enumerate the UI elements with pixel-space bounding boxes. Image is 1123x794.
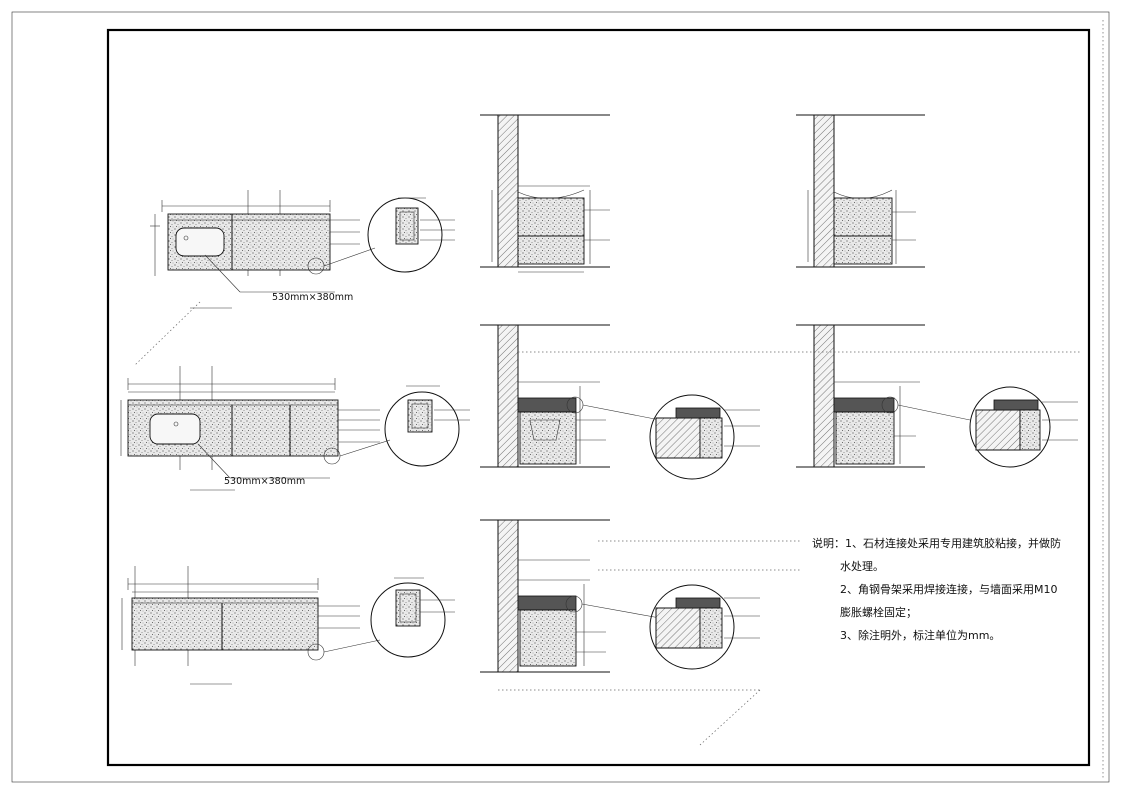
section-detail-circle-2 bbox=[969, 386, 1078, 468]
plan-detail-circle-2 bbox=[384, 385, 470, 467]
leader-dotted-5 bbox=[699, 689, 761, 746]
section-detail-circle-3 bbox=[649, 584, 760, 670]
plan-view-3 bbox=[121, 566, 381, 685]
sink-size-label-2: 530mm×380mm bbox=[224, 476, 305, 487]
section-elevation-4 bbox=[796, 324, 971, 468]
section-elevation-2 bbox=[796, 114, 925, 268]
plan-detail-circle-1 bbox=[367, 197, 455, 273]
note-line-3: 2、角钢骨架采用焊接连接，与墙面采用M10 bbox=[840, 583, 1058, 596]
sink-size-label-1: 530mm×380mm bbox=[272, 292, 353, 303]
note-line-4: 膨胀螺栓固定； bbox=[840, 606, 917, 619]
section-elevation-3 bbox=[480, 324, 661, 468]
note-line-1: 说明：1、石材连接处采用专用建筑胶粘接，并做防 bbox=[812, 537, 1061, 550]
plan-view-1: 530mm×380mm bbox=[134, 190, 376, 366]
plan-view-2: 530mm×380mm bbox=[120, 366, 391, 491]
sheet-border bbox=[11, 11, 1110, 783]
sink-basin-2 bbox=[149, 413, 201, 445]
note-line-5: 3、除注明外，标注单位为mm。 bbox=[840, 629, 1001, 642]
notes-block: 说明：1、石材连接处采用专用建筑胶粘接，并做防 水处理。 2、角钢骨架采用焊接连… bbox=[812, 532, 1092, 647]
note-line-2: 水处理。 bbox=[840, 560, 884, 573]
section-elevation-5 bbox=[480, 519, 661, 673]
section-detail-circle-1 bbox=[649, 394, 760, 480]
drawing-frame bbox=[106, 28, 1091, 767]
section-elevation-1 bbox=[480, 114, 610, 273]
plan-detail-circle-3 bbox=[370, 577, 455, 658]
sink-basin-1 bbox=[175, 227, 225, 257]
